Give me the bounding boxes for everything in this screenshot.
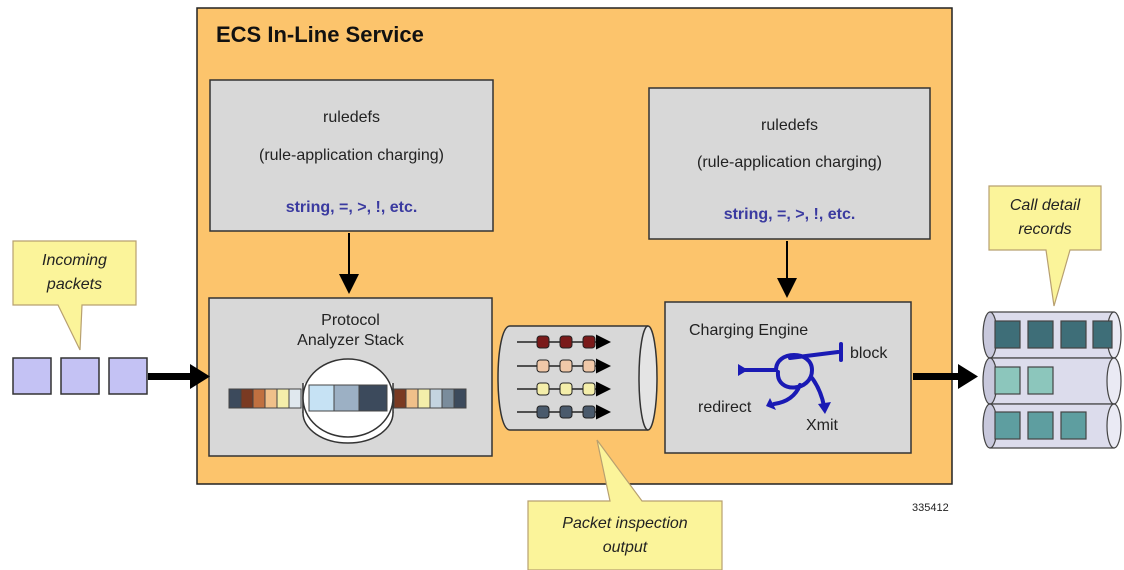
inspection-output-flows — [517, 334, 611, 420]
charging-engine-block-label: block — [850, 345, 888, 362]
ruledefs-left-title: ruledefs — [323, 109, 380, 126]
callout-incoming-line1: Incoming — [42, 252, 107, 269]
callout-call-detail-records — [988, 185, 1102, 307]
protocol-analyzer-label: Protocol Analyzer Stack — [209, 312, 492, 350]
ruledefs-right-subtitle: (rule-application charging) — [697, 154, 882, 171]
figure-id: 335412 — [912, 502, 949, 514]
arrow-engine-to-cdr — [913, 364, 978, 389]
callout-cdr-text: Call detail records — [989, 194, 1101, 242]
call-detail-records-stack — [982, 311, 1122, 449]
callout-incoming-packets — [12, 240, 137, 351]
arrow-incoming-to-analyzer — [148, 364, 210, 389]
charging-engine-flow-icon — [738, 342, 843, 414]
charging-engine-box — [664, 301, 912, 454]
ruledefs-left-operators: string, =, >, !, etc. — [285, 199, 418, 216]
ruledefs-left-text: ruledefs (rule-application charging) str… — [210, 80, 493, 231]
ruledefs-left-subtitle: (rule-application charging) — [259, 147, 444, 164]
callout-cdr-line1: Call detail — [1009, 197, 1081, 214]
inspection-lens — [302, 358, 394, 444]
protocol-analyzer-line2: Analyzer Stack — [297, 332, 404, 349]
callout-inspection-line1: Packet inspection — [562, 515, 688, 532]
ruledefs-right-operators: string, =, >, !, etc. — [723, 206, 856, 223]
ruledefs-right-box — [648, 87, 931, 240]
protocol-analyzer-line1: Protocol — [321, 312, 380, 329]
ruledefs-right-title: ruledefs — [761, 117, 818, 134]
charging-engine-title: Charging Engine — [689, 322, 809, 339]
ruledefs-right-text: ruledefs (rule-application charging) str… — [649, 88, 930, 239]
inspection-output-pipe — [497, 325, 658, 431]
callout-inspection-text: Packet inspection output — [528, 512, 722, 560]
service-title: ECS In-Line Service — [216, 22, 424, 47]
packet-stream-strip — [228, 388, 467, 409]
charging-engine-xmit-label: Xmit — [806, 417, 838, 434]
callout-incoming-text: Incoming packets — [13, 249, 136, 297]
callout-cdr-line2: records — [1018, 221, 1072, 238]
callout-incoming-line2: packets — [46, 276, 103, 293]
callout-inspection-line2: output — [602, 539, 648, 556]
ruledefs-left-box — [209, 79, 494, 232]
incoming-packets — [12, 357, 148, 395]
charging-engine-redirect-label: redirect — [698, 399, 752, 416]
callout-packet-inspection-output — [527, 439, 723, 570]
